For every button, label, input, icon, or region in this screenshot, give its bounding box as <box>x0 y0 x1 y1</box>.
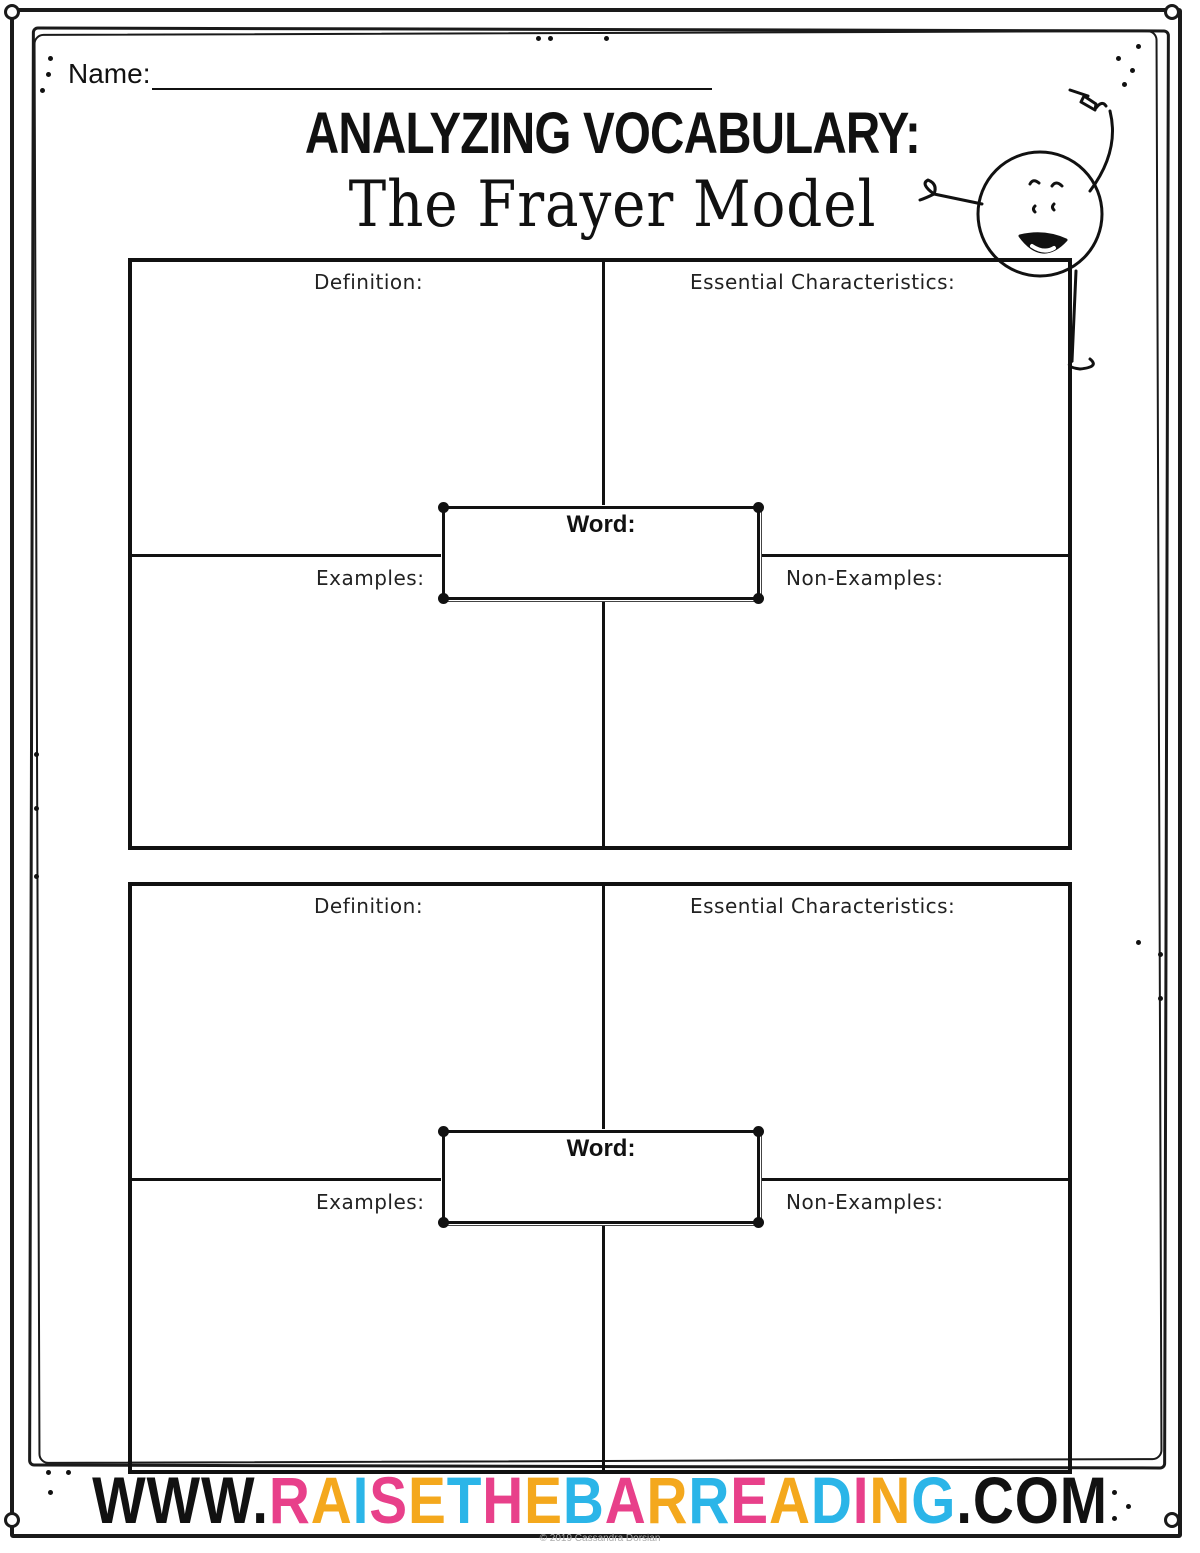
page-subtitle: The Frayer Model <box>348 168 877 242</box>
url-suffix: .COM <box>956 1463 1108 1537</box>
url-colored-part: RAISETHEBARREADING <box>269 1463 956 1537</box>
url-letter: A <box>310 1463 353 1537</box>
url-letter: R <box>268 1463 311 1537</box>
url-letter: T <box>446 1463 483 1537</box>
corner-knob-icon <box>753 593 764 604</box>
copyright-notice: © 2019 Cassandra Dorsian <box>539 1533 661 1544</box>
url-letter: E <box>524 1463 563 1537</box>
word-box[interactable]: Word: <box>438 502 764 604</box>
corner-knob-icon <box>438 593 449 604</box>
frayer-model-2: Definition: Essential Characteristics: E… <box>128 882 1072 1474</box>
url-letter: E <box>407 1463 447 1537</box>
corner-knob-icon <box>438 1217 449 1228</box>
url-letter: R <box>646 1463 689 1537</box>
definition-label: Definition: <box>314 270 424 294</box>
url-letter: H <box>482 1463 525 1537</box>
corner-knob-icon <box>438 1126 449 1137</box>
corner-dot-icon <box>1164 4 1180 20</box>
corner-knob-icon <box>753 1217 764 1228</box>
characteristics-label: Essential Characteristics: <box>690 270 956 294</box>
non-examples-label: Non-Examples: <box>786 1190 944 1214</box>
examples-label: Examples: <box>316 1190 425 1214</box>
name-field-row: Name: <box>68 58 713 90</box>
frayer-model-1: Definition: Essential Characteristics: E… <box>128 258 1072 850</box>
smiling-ball-mascot-icon <box>918 88 1114 371</box>
corner-knob-icon <box>753 502 764 513</box>
corner-knob-icon <box>753 1126 764 1137</box>
corner-dot-icon <box>4 1512 20 1528</box>
url-letter: I <box>852 1463 870 1537</box>
url-letter: I <box>352 1463 370 1537</box>
url-letter: E <box>730 1463 770 1537</box>
name-label: Name: <box>68 58 151 89</box>
non-examples-label: Non-Examples: <box>786 566 944 590</box>
definition-label: Definition: <box>314 894 424 918</box>
url-letter: A <box>769 1463 811 1537</box>
corner-knob-icon <box>438 502 449 513</box>
examples-label: Examples: <box>316 566 425 590</box>
page-frame-outer <box>10 8 1182 1538</box>
url-letter: G <box>911 1463 957 1537</box>
url-letter: S <box>369 1463 408 1537</box>
url-letter: B <box>562 1463 605 1537</box>
corner-dot-icon <box>4 4 20 20</box>
url-letter: A <box>604 1463 647 1537</box>
url-letter: D <box>810 1463 853 1537</box>
corner-dot-icon <box>1164 1512 1180 1528</box>
page-title: ANALYZING VOCABULARY: <box>304 101 921 166</box>
word-label: Word: <box>566 1135 636 1162</box>
url-prefix: WWW. <box>92 1463 269 1537</box>
name-input-line[interactable] <box>152 64 713 90</box>
word-box[interactable]: Word: <box>438 1126 764 1228</box>
characteristics-label: Essential Characteristics: <box>690 894 956 918</box>
word-label: Word: <box>566 511 636 538</box>
footer-website-url[interactable]: WWW.RAISETHEBARREADING.COM <box>84 1462 1116 1538</box>
url-letter: R <box>688 1463 731 1537</box>
url-letter: N <box>869 1463 912 1537</box>
